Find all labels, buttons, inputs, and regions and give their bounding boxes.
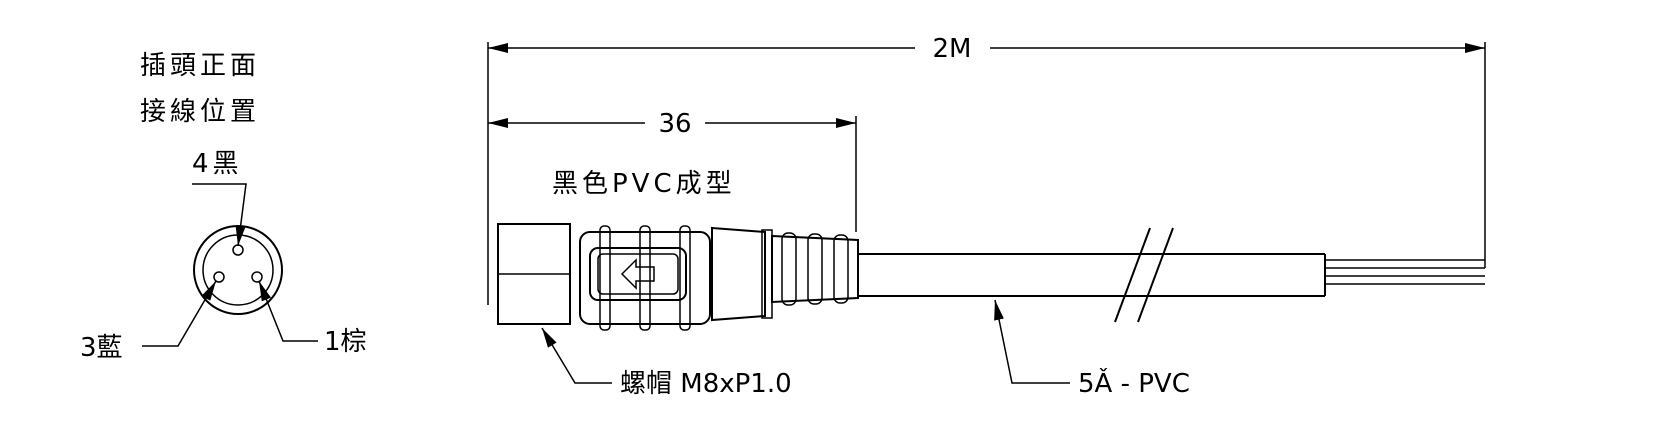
taper-band <box>761 229 773 319</box>
strain-rib-3 <box>833 234 849 304</box>
strain-relief <box>771 234 859 304</box>
connector-body <box>497 223 859 331</box>
molding-label: 黑色PVC成型 <box>552 169 736 199</box>
cable-callout: 5Ǎ - PVC <box>994 299 1190 399</box>
pin3-leader <box>142 280 217 347</box>
pin-4 <box>232 244 244 256</box>
nut-label: 螺帽 M8xP1.0 <box>620 369 792 399</box>
dimension-total: 2M <box>487 34 1486 305</box>
pin1-label: 1棕 <box>324 327 367 357</box>
total-length-label: 2M <box>933 34 972 64</box>
pin-view-title-line1: 插頭正面 <box>140 51 260 81</box>
molded-length-label: 36 <box>658 109 691 139</box>
break-mark-1 <box>1114 227 1151 323</box>
arrow-window-inner <box>597 253 679 295</box>
direction-arrow-icon <box>620 258 655 290</box>
pin4-label: 4黑 <box>192 149 243 179</box>
strain-rib-2 <box>807 233 823 305</box>
dimension-molded: 36 <box>488 109 857 232</box>
pin-view-title-line2: 接線位置 <box>140 97 260 127</box>
nut-callout: 螺帽 M8xP1.0 <box>541 327 792 399</box>
pin-1 <box>251 271 263 283</box>
pin3-label: 3藍 <box>80 333 123 363</box>
pin4-leader <box>192 183 247 247</box>
strain-rib-1 <box>781 232 797 306</box>
grip-rib-1 <box>599 225 611 331</box>
arrow-window <box>589 247 687 301</box>
grip-rib-2 <box>639 225 651 331</box>
cable-leader <box>994 299 1070 384</box>
nut-leader <box>541 327 612 384</box>
body-taper <box>711 226 766 322</box>
cable-label: 5Ǎ - PVC <box>1078 367 1190 399</box>
grip-rib-3 <box>679 225 691 331</box>
pin-3 <box>213 271 225 283</box>
cable <box>858 227 1485 323</box>
grip-body <box>579 231 711 325</box>
plug-outer-ring <box>193 225 283 315</box>
pin-face-view: 插頭正面 接線位置 4黑 3藍 1棕 <box>80 51 367 363</box>
pin1-leader <box>258 280 318 342</box>
break-mark-2 <box>1137 227 1174 323</box>
